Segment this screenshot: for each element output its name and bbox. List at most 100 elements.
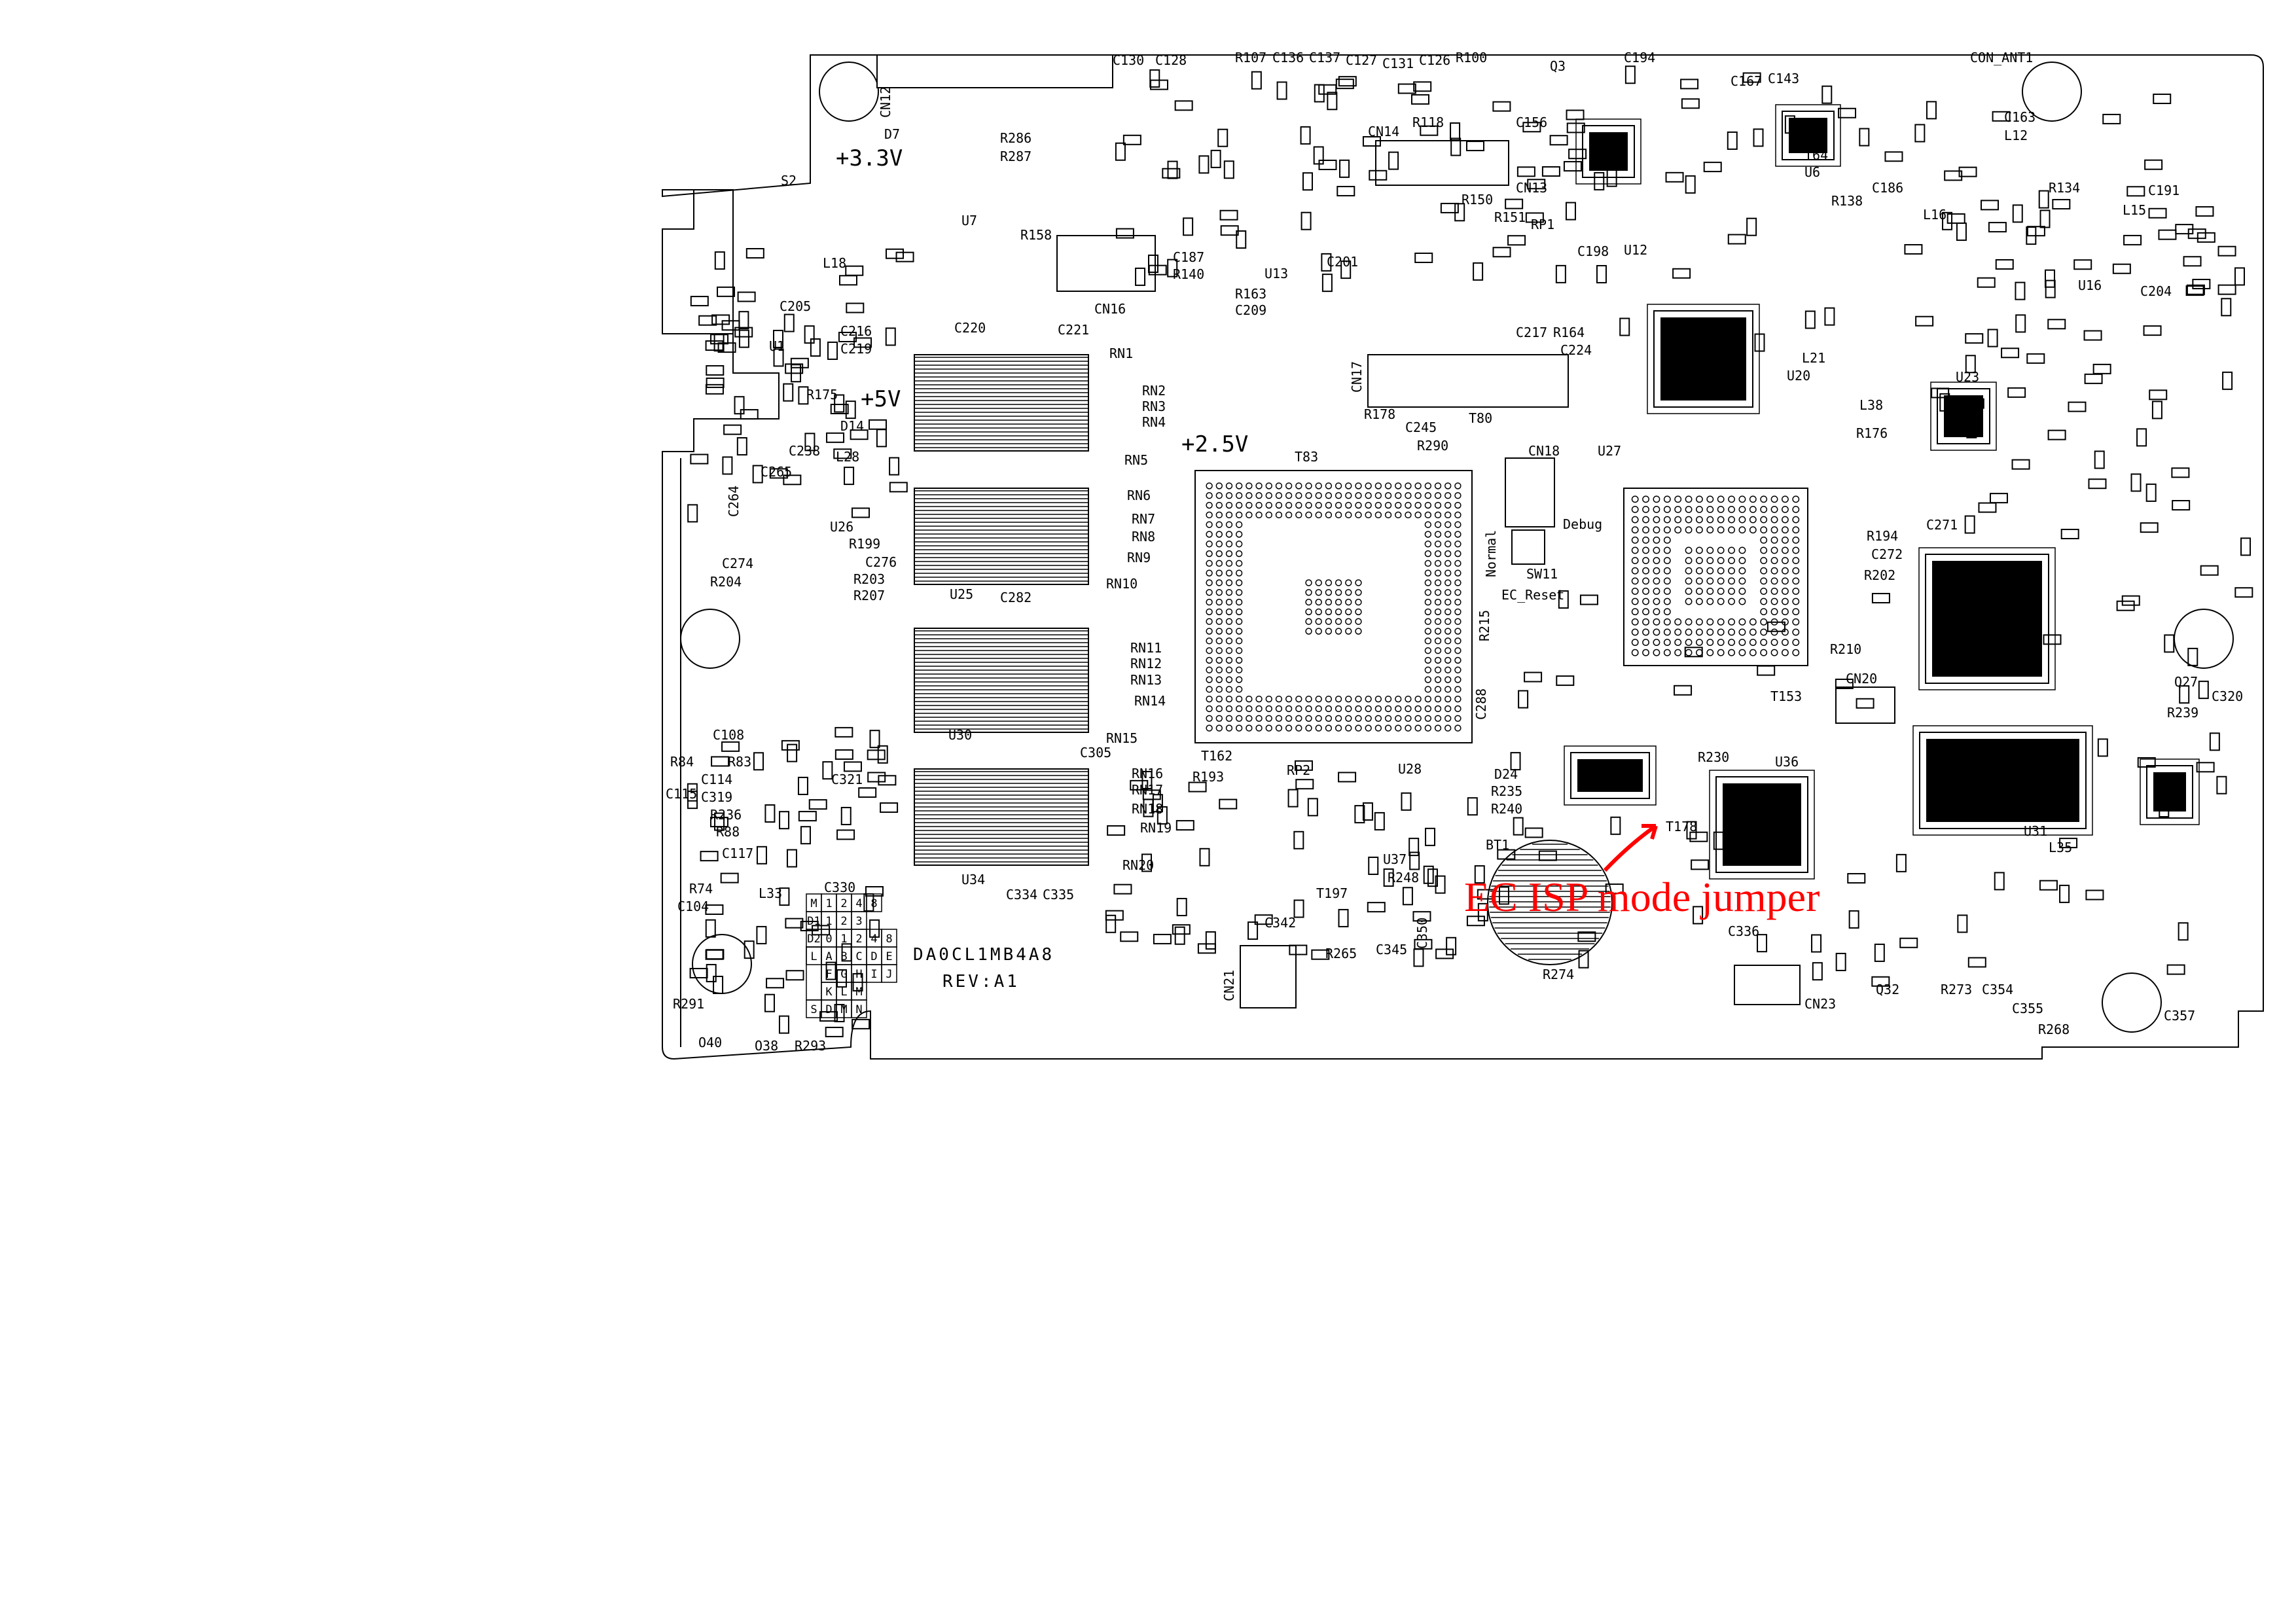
bga-ball [1685, 506, 1693, 513]
component-label: R239 [2167, 705, 2198, 721]
component-label: C350 [1414, 918, 1430, 949]
qfp-outline [1575, 118, 1641, 185]
component-label: R176 [1856, 425, 1888, 441]
qfp-die [1660, 317, 1746, 401]
bga-ball [1631, 506, 1639, 513]
bga-ball [1315, 705, 1322, 713]
bga-ball [1444, 724, 1452, 732]
bga-ball [1225, 656, 1233, 664]
component-label: C114 [701, 772, 732, 787]
bga-ball [1738, 597, 1746, 605]
chipset-bga-package [1623, 488, 1808, 666]
component-label: R291 [673, 996, 704, 1012]
bga-ball [1631, 649, 1639, 656]
bga-ball [1706, 597, 1714, 605]
smd-pad [2158, 229, 2177, 240]
smd-pad [2130, 473, 2142, 492]
smd-pad [1188, 781, 1207, 793]
smd-pad [786, 849, 797, 868]
qfp-outline [1647, 304, 1760, 414]
smd-pad [706, 963, 717, 982]
bga-ball [1706, 639, 1714, 646]
smd-pad [1527, 179, 1546, 190]
smd-pad [722, 456, 733, 475]
component-label: C282 [1000, 590, 1031, 605]
smd-pad [1497, 849, 1516, 860]
component-label: R203 [853, 571, 885, 587]
smd-pad [2084, 373, 2103, 384]
smd-pad [2068, 401, 2087, 412]
bga-ball [1696, 557, 1703, 564]
bga-ball [1454, 676, 1462, 683]
bga-ball [1335, 482, 1342, 490]
smd-pad [836, 969, 848, 988]
smd-pad [1937, 576, 1956, 587]
bga-ball [1365, 511, 1372, 519]
component-label: T197 [1316, 885, 1348, 901]
bga-ball [1738, 628, 1746, 636]
component-label: C274 [722, 556, 753, 571]
smd-pad [1340, 260, 1352, 279]
bga-ball [1706, 628, 1714, 636]
bga-ball [1444, 541, 1452, 548]
component-label: C336 [1728, 923, 1759, 939]
code-table-text: S [810, 1003, 817, 1016]
qfp-die [2153, 772, 2186, 812]
mounting-hole [2102, 972, 2162, 1033]
component-label: U20 [1787, 368, 1810, 383]
smd-pad [1577, 931, 1596, 942]
bga-ball [1782, 567, 1789, 575]
smd-pad [1321, 253, 1332, 272]
bga-ball [1206, 492, 1213, 499]
smd-pad [2149, 389, 2168, 401]
component-label: C205 [780, 298, 811, 314]
bga-ball [1265, 695, 1272, 703]
bga-ball [1717, 526, 1725, 534]
bga-ball [1384, 492, 1392, 499]
bga-ball [1335, 511, 1342, 519]
bga-ball [1345, 695, 1352, 703]
bga-ball [1424, 666, 1432, 673]
bga-ball [1696, 639, 1703, 646]
smd-pad [1135, 267, 1146, 286]
bga-ball [1770, 639, 1778, 646]
bga-ball [1235, 618, 1243, 625]
connector-cn21 [1240, 945, 1297, 1008]
bga-ball [1728, 506, 1735, 513]
smd-pad [2123, 234, 2142, 245]
mounting-hole [680, 609, 740, 669]
bga-ball [1738, 526, 1746, 534]
bga-ball [1674, 628, 1682, 636]
smd-pad [2097, 738, 2108, 757]
component-label: R287 [1000, 149, 1031, 164]
bga-ball [1235, 705, 1243, 713]
component-label: C217 [1516, 325, 1547, 340]
component-label: C131 [1382, 56, 1414, 71]
bga-ball [1792, 557, 1800, 564]
bga-ball [1365, 482, 1372, 490]
bga-ball [1275, 492, 1283, 499]
bga-ball [1760, 628, 1768, 636]
bga-ball [1345, 492, 1352, 499]
bga-ball [1246, 705, 1253, 713]
bga-ball [1728, 649, 1735, 656]
smd-pad [1563, 161, 1582, 172]
component-label: RN14 [1134, 693, 1166, 709]
bga-ball [1305, 618, 1312, 625]
smd-pad [2178, 922, 2189, 941]
smd-pad [1767, 621, 1785, 632]
bga-ball [1653, 536, 1660, 544]
smd-pad [2217, 284, 2236, 295]
bga-ball [1792, 628, 1800, 636]
bga-ball [1374, 724, 1382, 732]
bga-ball [1706, 649, 1714, 656]
bga-ball [1642, 516, 1649, 524]
smd-pad [838, 331, 857, 342]
smd-pad [738, 311, 749, 330]
bga-ball [1434, 511, 1442, 519]
smd-pad [1408, 838, 1420, 857]
bga-ball [1674, 618, 1682, 626]
bga-ball [1305, 501, 1312, 509]
smd-pad [706, 365, 725, 376]
component-label: C276 [865, 554, 897, 570]
